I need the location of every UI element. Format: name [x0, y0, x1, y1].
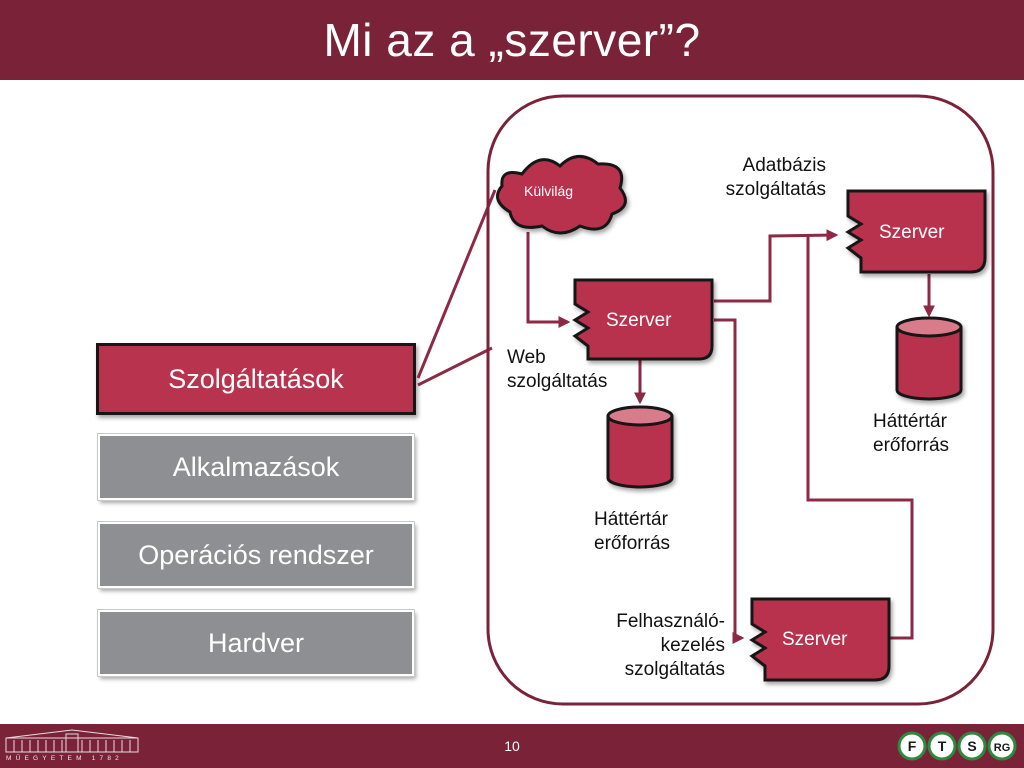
stack-item-operating-system: Operációs rendszer — [98, 522, 414, 588]
svg-text:F: F — [908, 738, 917, 754]
server-web-label: Szerver — [606, 310, 672, 331]
server-web-shape — [572, 278, 714, 361]
cloud-label: Külvilág — [524, 183, 574, 199]
db-service-label: Adatbázis szolgáltatás — [725, 155, 826, 200]
connector-web-to-user-server — [714, 318, 745, 644]
storage-right — [895, 316, 963, 401]
user-service-label: Felhasználó- kezelés szolgáltatás — [616, 611, 725, 680]
storage-right-label: Háttértár erőforrás — [873, 411, 950, 456]
stack-item-applications-label: Alkalmazások — [172, 451, 340, 482]
web-service-label: Web szolgáltatás — [507, 347, 608, 392]
zoom-line-bottom — [417, 346, 493, 387]
services-container — [486, 94, 995, 706]
server-user-shape — [749, 597, 891, 682]
svg-text:T: T — [938, 738, 947, 754]
university-building-icon — [5, 729, 139, 753]
connector-cloud-to-web-server — [526, 232, 571, 328]
connector-web-to-db-server — [714, 229, 839, 303]
svg-text:S: S — [967, 738, 976, 754]
ftsrg-logo-icon: F T S RG — [897, 731, 1017, 761]
connector-user-to-db-server — [806, 236, 914, 640]
stack-item-hardware: Hardver — [98, 610, 414, 676]
slide-footer: MŰEGYETEM 1782 10 F T S RG — [0, 724, 1024, 768]
server-user-label: Szerver — [782, 629, 848, 650]
slide-header: Mi az a „szerver”? — [0, 0, 1024, 80]
slide-title: Mi az a „szerver”? — [323, 14, 701, 66]
server-db-shape — [845, 189, 987, 274]
stack-item-services-label: Szolgáltatások — [168, 363, 344, 394]
svg-text:RG: RG — [994, 742, 1011, 754]
stack-item-applications: Alkalmazások — [98, 434, 414, 500]
stack-item-operating-system-label: Operációs rendszer — [138, 539, 374, 570]
university-name: MŰEGYETEM 1782 — [6, 755, 123, 762]
page-number: 10 — [504, 738, 520, 754]
stack-item-services: Szolgáltatások — [96, 343, 416, 415]
storage-left-label: Háttértár erőforrás — [594, 509, 671, 554]
cloud-shape — [496, 155, 627, 235]
storage-left — [606, 405, 674, 489]
zoom-line-top — [416, 189, 497, 379]
server-db-label: Szerver — [879, 222, 945, 243]
stack-item-hardware-label: Hardver — [207, 627, 305, 658]
